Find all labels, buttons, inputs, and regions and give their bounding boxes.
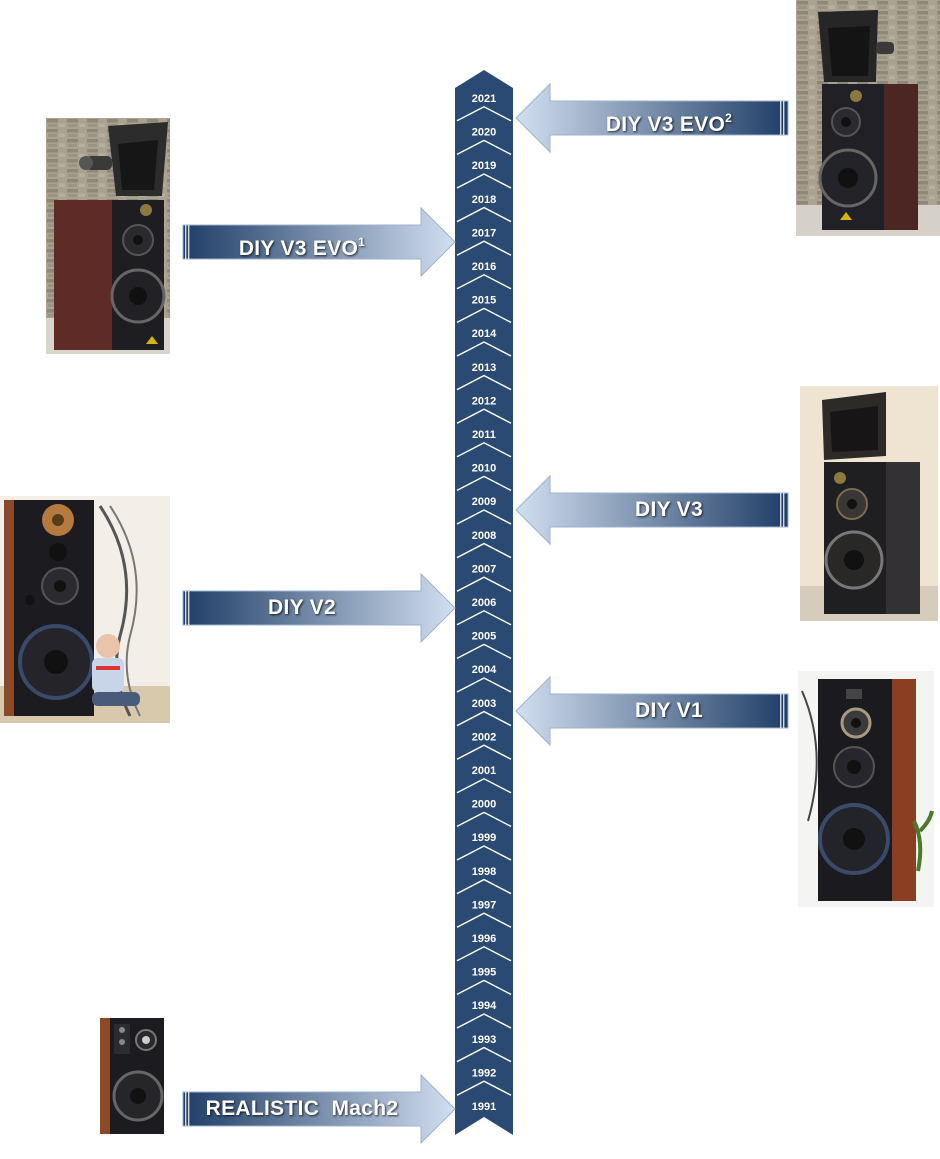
year-label: 2010 xyxy=(472,463,496,475)
year-timeline: 2021 2020 2019 2018 2017 2016 2015 2014 2013 2012… xyxy=(455,70,513,1135)
milestone-label: DIY V3 EVO2 xyxy=(550,84,788,152)
milestone-label-text: REALISTIC Mach2 xyxy=(205,1097,399,1120)
year-label: 2002 xyxy=(472,731,496,743)
milestone-label-text: DIY V3 EVO xyxy=(605,113,726,136)
arrow-shape xyxy=(515,474,789,546)
arrow-shape xyxy=(182,1073,456,1145)
year-label: 1997 xyxy=(472,899,496,911)
year-label: 2001 xyxy=(472,765,496,777)
year-label: 2015 xyxy=(472,295,496,307)
milestone-label-text: DIY V2 xyxy=(268,596,336,619)
year-label: 2007 xyxy=(472,563,496,575)
year-divider xyxy=(456,408,512,424)
year-label: 2012 xyxy=(472,395,496,407)
milestone-label: DIY V3 EVO1 xyxy=(183,208,421,276)
year-label: 2004 xyxy=(472,664,497,676)
year-divider xyxy=(456,173,512,189)
year-divider xyxy=(456,542,512,559)
milestone-arrow-realistic-mach2: REALISTIC Mach2 xyxy=(182,1073,456,1145)
milestone-label-text: DIY V1 xyxy=(635,699,703,722)
year-divider xyxy=(456,206,512,223)
year-divider xyxy=(456,912,512,928)
year-divider xyxy=(456,1046,512,1063)
year-divider xyxy=(456,106,512,122)
year-label: 2000 xyxy=(472,799,496,811)
year-divider xyxy=(456,307,512,324)
year-label: 1994 xyxy=(472,1000,497,1012)
year-label: 2011 xyxy=(472,429,496,441)
photo-diy-v3-evo2 xyxy=(796,0,940,236)
timeline-bar xyxy=(455,70,513,1135)
year-divider xyxy=(456,643,512,660)
year-divider xyxy=(456,878,512,895)
milestone-label-superscript: 2 xyxy=(725,111,733,125)
year-label: 2003 xyxy=(472,698,496,710)
milestone-arrow-diy-v3-evo2: DIY V3 EVO2 xyxy=(515,82,789,154)
year-label: 2016 xyxy=(472,261,496,273)
year-divider xyxy=(456,139,512,156)
year-label: 2005 xyxy=(472,631,496,643)
year-divider xyxy=(456,778,512,794)
year-label: 2014 xyxy=(472,328,497,340)
year-divider xyxy=(456,475,512,492)
milestone-arrow-diy-v1: DIY V1 xyxy=(515,675,789,747)
year-label: 2006 xyxy=(472,597,496,609)
year-divider xyxy=(456,1013,512,1029)
year-label: 2017 xyxy=(472,227,496,239)
year-divider xyxy=(456,374,512,391)
year-label: 1996 xyxy=(472,933,496,945)
year-label: 1999 xyxy=(472,832,496,844)
year-label: 2013 xyxy=(472,362,496,374)
photo-diy-v2 xyxy=(0,496,170,723)
arrow-shape xyxy=(182,572,456,644)
year-divider xyxy=(456,811,512,828)
year-label: 2021 xyxy=(472,93,496,105)
milestone-label: DIY V2 xyxy=(183,574,421,642)
year-label: 2018 xyxy=(472,194,496,206)
year-divider xyxy=(456,274,512,290)
milestone-label: REALISTIC Mach2 xyxy=(183,1075,421,1143)
milestone-label-superscript: 1 xyxy=(358,235,366,249)
milestone-label-text: DIY V3 xyxy=(635,498,703,521)
photo-diy-v3-evo1 xyxy=(46,118,170,354)
year-label: 1991 xyxy=(472,1101,496,1113)
milestone-label: DIY V1 xyxy=(550,677,788,745)
arrow-shape xyxy=(515,675,789,747)
photo-diy-v3 xyxy=(800,386,938,621)
year-label: 2009 xyxy=(472,496,496,508)
milestone-arrow-diy-v3: DIY V3 xyxy=(515,474,789,546)
photo-realistic-mach2 xyxy=(96,1016,170,1136)
year-label: 2019 xyxy=(472,160,496,172)
year-label: 2020 xyxy=(472,127,496,139)
year-divider xyxy=(456,509,512,525)
year-divider xyxy=(456,576,512,592)
year-divider xyxy=(456,946,512,962)
year-divider xyxy=(456,1080,512,1096)
year-label: 1992 xyxy=(472,1067,496,1079)
year-label: 1998 xyxy=(472,866,496,878)
year-divider xyxy=(456,240,512,256)
year-divider xyxy=(456,442,512,458)
year-divider xyxy=(456,710,512,727)
milestone-arrow-diy-v2: DIY V2 xyxy=(182,572,456,644)
year-label: 2008 xyxy=(472,530,496,542)
year-divider xyxy=(456,845,512,861)
milestone-label: DIY V3 xyxy=(550,476,788,544)
year-divider xyxy=(456,979,512,996)
year-divider xyxy=(456,677,512,693)
year-divider xyxy=(456,744,512,760)
photo-diy-v1 xyxy=(798,671,934,907)
milestone-label-text: DIY V3 EVO xyxy=(238,237,359,260)
arrow-shape xyxy=(515,82,789,154)
year-divider xyxy=(456,341,512,357)
year-divider xyxy=(456,610,512,626)
year-label: 1995 xyxy=(472,967,496,979)
year-label: 1993 xyxy=(472,1034,496,1046)
arrow-shape xyxy=(182,206,456,278)
milestone-arrow-diy-v3-evo1: DIY V3 EVO1 xyxy=(182,206,456,278)
